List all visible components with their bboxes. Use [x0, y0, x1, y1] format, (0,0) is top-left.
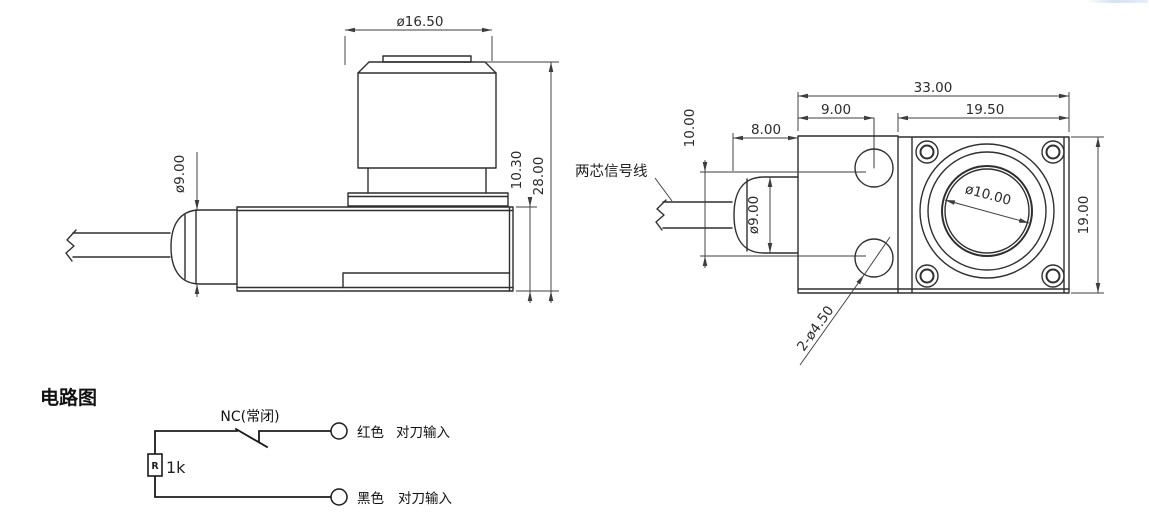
knob-shoulder [357, 61, 497, 74]
cable-break [65, 229, 77, 262]
center-bore-circles [919, 143, 1055, 279]
cable-gland [170, 209, 238, 285]
nc-contact-blade [234, 427, 269, 449]
circuit-wiring [147, 422, 348, 506]
face-plate [897, 136, 1070, 294]
knob-cap [382, 55, 472, 63]
dim-overall-height: 28.00 [531, 157, 547, 196]
gland-collar-lines [184, 209, 197, 285]
resistor-symbol-label: R [151, 461, 159, 472]
cable-lines [72, 232, 171, 258]
corner-screw-holes [915, 140, 1065, 288]
terminal-red-color-label: 红色 [357, 424, 384, 441]
dim-side-gland-diameter: ø9.00 [172, 155, 188, 193]
dim-bore-diameter: ø10.00 [963, 181, 1012, 209]
knob-cylinder [357, 72, 497, 169]
side-block [797, 135, 899, 294]
dim-mount-holes: 2-ø4.50 [794, 303, 837, 354]
dim-gland-length: 8.00 [751, 122, 781, 138]
terminal-black-color-label: 黑色 [357, 490, 384, 507]
body-outline [236, 206, 514, 292]
body-step [342, 272, 511, 289]
terminal-black [330, 488, 348, 506]
dim-hole-offset: 9.00 [821, 102, 851, 118]
body-inner-lines [236, 206, 514, 292]
cable-break [655, 199, 667, 231]
dim-knob-diameter: ø16.50 [397, 14, 444, 30]
terminal-black-signal-label: 对刀输入 [398, 491, 452, 507]
side-view-dimension-lines [194, 27, 559, 303]
cable-lines [662, 201, 733, 229]
front-view-dimension-lines [654, 92, 1104, 366]
screen-edge-artifact [1086, 0, 1148, 3]
flange [347, 192, 509, 207]
stem [367, 167, 487, 194]
circuit-wires [154, 430, 332, 498]
dim-face-height: 19.00 [1076, 196, 1092, 235]
dim-face-width: 19.50 [966, 102, 1005, 118]
resistor-value-label: 1k [166, 458, 186, 477]
dim-overall-width: 33.00 [914, 80, 953, 96]
dim-front-gland-diameter: ø9.00 [746, 196, 762, 234]
mount-hole-bottom [854, 238, 894, 278]
terminal-red [330, 422, 348, 440]
cable-gland [733, 176, 799, 254]
dim-hole-spacing: 10.00 [682, 109, 698, 148]
terminal-red-signal-label: 对刀输入 [396, 425, 450, 441]
cable-label: 两芯信号线 [575, 163, 648, 180]
dim-body-height: 10.30 [509, 151, 525, 190]
side-view-outline [65, 55, 514, 292]
resistor-body [147, 453, 163, 477]
circuit-section-title: 电路图 [40, 386, 97, 409]
nc-contact-label: NC(常闭) [220, 409, 279, 425]
